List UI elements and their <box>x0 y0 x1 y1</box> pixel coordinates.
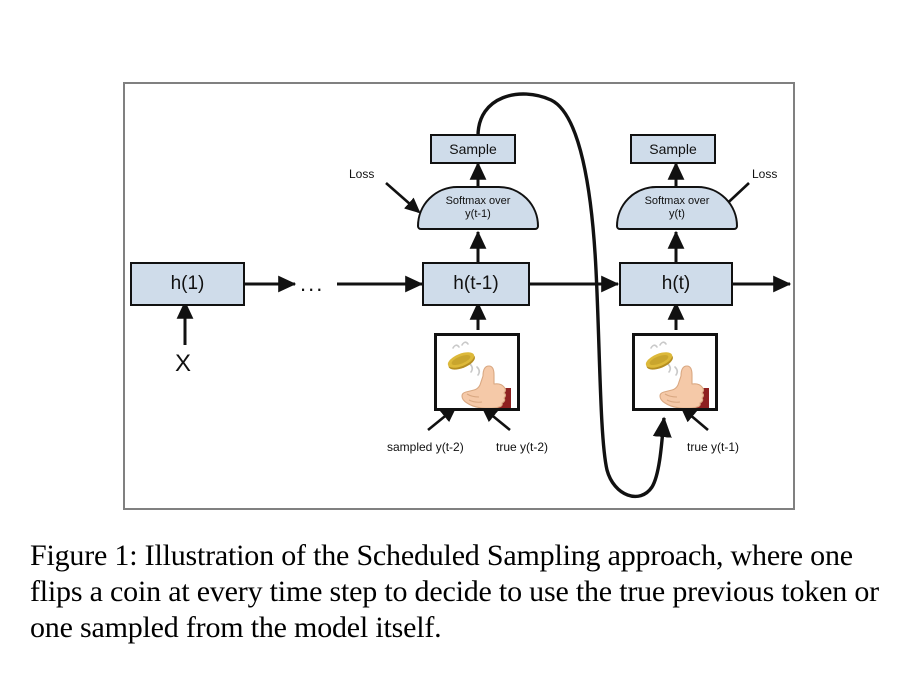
node-h-first-label: h(1) <box>170 273 205 294</box>
coin-flip-illustration <box>635 336 715 408</box>
node-h-prev-label: h(t-1) <box>453 273 499 294</box>
node-h-curr[interactable]: h(t) <box>619 262 733 306</box>
figure-caption: Figure 1: Illustration of the Scheduled … <box>30 539 879 644</box>
coin-flip-illustration <box>437 336 517 408</box>
node-softmax-left-line1: Softmax over <box>445 195 511 208</box>
true-y-t2-label: true y(t-2) <box>496 440 549 454</box>
node-h-prev[interactable]: h(t-1) <box>422 262 530 306</box>
node-sample-right-label: Sample <box>649 141 697 157</box>
loss-label-left: Loss <box>349 167 375 181</box>
node-softmax-left-line2: y(t-1) <box>465 208 491 220</box>
input-x-label: X <box>175 350 192 377</box>
node-sample-left-label: Sample <box>449 141 497 157</box>
node-softmax-right-line2: y(t) <box>669 208 685 220</box>
node-h-curr-label: h(t) <box>661 273 691 294</box>
coin-flip-icon-left <box>434 333 520 411</box>
loss-label-right: Loss <box>752 167 778 181</box>
coin-flip-icon-right <box>632 333 718 411</box>
node-softmax-left[interactable]: Softmax over y(t-1) <box>417 186 539 230</box>
sampled-y-t2-label: sampled y(t-2) <box>387 440 464 454</box>
node-softmax-right[interactable]: Softmax over y(t) <box>616 186 738 230</box>
node-sample-left[interactable]: Sample <box>430 134 516 164</box>
node-softmax-right-line1: Softmax over <box>644 195 710 208</box>
ellipsis-label: ... <box>300 271 325 296</box>
node-sample-right[interactable]: Sample <box>630 134 716 164</box>
true-y-t1-label: true y(t-1) <box>687 440 740 454</box>
node-h-first[interactable]: h(1) <box>130 262 245 306</box>
